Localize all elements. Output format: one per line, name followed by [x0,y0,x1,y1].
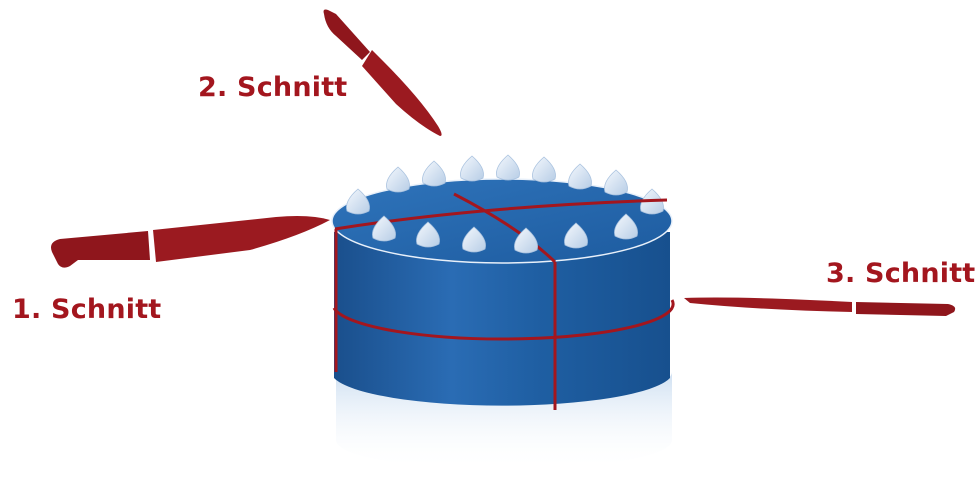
cake-side [334,232,670,406]
cake-reflection [336,372,672,470]
knife-1-handle [51,231,150,268]
cut-lines-top [334,192,668,264]
cream-dollop-icon [460,155,484,182]
cream-dollop-icon [564,222,588,249]
cream-dollop-icon [496,154,520,181]
cake-icon [331,178,673,406]
cream-dollop-icon [416,221,440,248]
cut-3-label: 3. Schnitt [826,258,975,289]
cream-dollops-back [346,154,664,215]
knife-3-handle [856,302,956,316]
cream-dollop-icon [462,226,486,253]
knife-2-blade [362,50,442,136]
cut-line-side-horizontal [332,299,675,341]
knife-icon [51,216,330,268]
cream-dollop-icon [422,160,446,187]
cream-dollop-icon [532,156,556,183]
cream-dollop-icon [604,169,628,196]
knife-3-blade [684,297,852,312]
knife-2-handle [323,9,370,60]
cream-dollop-icon [614,213,638,240]
cream-dollop-icon [346,188,370,215]
cream-dollop-icon [514,227,538,254]
cut-line-top-diagonal [453,192,557,264]
cream-dollops-front [372,213,638,254]
knife-1-blade [153,216,330,262]
cut-line-top-horizontal [334,198,668,231]
cream-dollop-icon [568,163,592,190]
cream-dollop-icon [386,166,410,193]
knife-icon [323,9,442,136]
knife-icon [684,297,956,316]
cut-2-label: 2. Schnitt [198,72,347,103]
cut-1-label: 1. Schnitt [12,294,161,325]
cream-dollop-icon [372,215,396,242]
cut-lines-side [332,229,675,410]
